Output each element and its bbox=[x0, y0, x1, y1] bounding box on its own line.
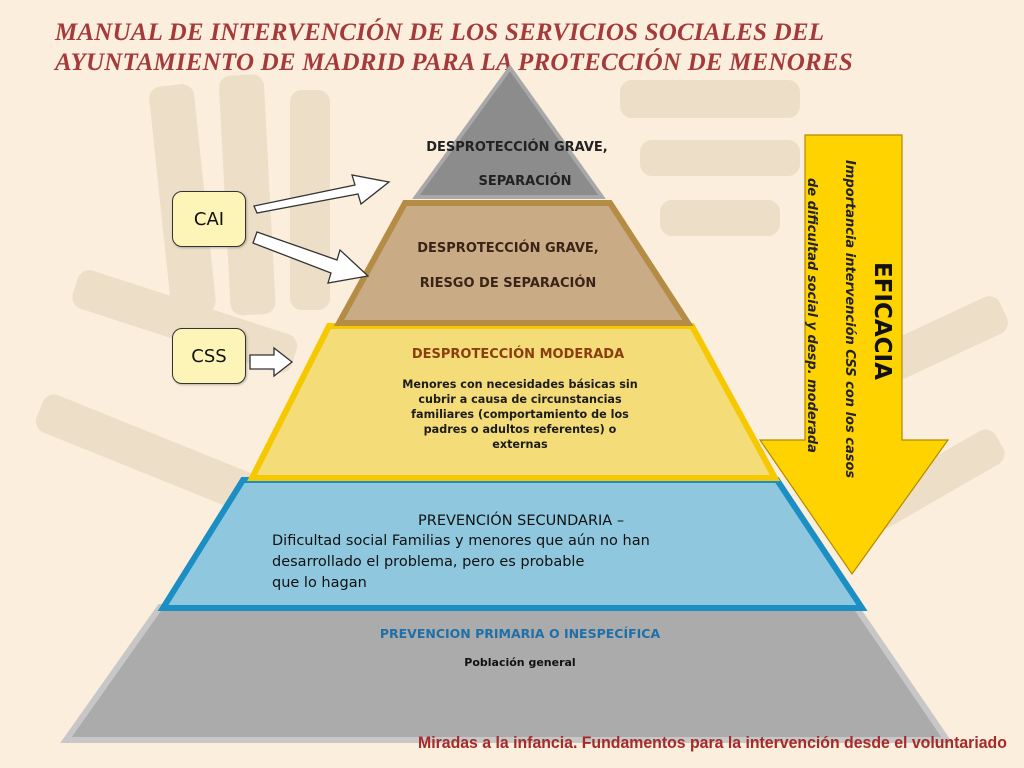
title-line-2: AYUNTAMIENTO DE MADRID PARA LA PROTECCIÓ… bbox=[55, 49, 853, 76]
level-2-line-1: DESPROTECCIÓN GRAVE, bbox=[417, 241, 599, 256]
level-5-body: Población general bbox=[464, 656, 576, 669]
level-3-heading: DESPROTECCIÓN MODERADA bbox=[411, 347, 625, 362]
level-1-line-1: DESPROTECCIÓN GRAVE, bbox=[426, 140, 608, 155]
level-4-line-4: que lo hagan bbox=[272, 575, 367, 591]
level-2-line-2: RIESGO DE SEPARACIÓN bbox=[419, 276, 597, 291]
level-3-body: Menores con necesidades básicas sin cubr… bbox=[402, 378, 638, 451]
level-4-line-3: desarrollado el problema, pero es probab… bbox=[272, 554, 585, 570]
footer-caption: Miradas a la infancia. Fundamentos para … bbox=[418, 734, 1007, 752]
pyramid-level-1 bbox=[412, 64, 606, 199]
eficacia-line-1: Importancia intervención CSS con los cas… bbox=[842, 160, 857, 479]
eficacia-line-2: de dificultad social y desp. moderada bbox=[804, 178, 819, 453]
arrow-css-to-level-3 bbox=[249, 346, 294, 378]
level-4-line-2: Dificultad social Familias y menores que… bbox=[272, 533, 650, 549]
level-5-heading: PREVENCION PRIMARIA O INESPECÍFICA bbox=[379, 626, 661, 641]
level-4-line-1: PREVENCIÓN SECUNDARIA – bbox=[418, 513, 625, 529]
eficacia-arrow bbox=[758, 134, 950, 576]
arrow-cai-to-level-1 bbox=[253, 174, 391, 214]
pyramid-level-2 bbox=[333, 200, 694, 326]
page-title: MANUAL DE INTERVENCIÓN DE LOS SERVICIOS … bbox=[55, 18, 955, 78]
eficacia-label: EFICACIA bbox=[869, 262, 895, 380]
arrow-cai-to-level-2 bbox=[252, 231, 370, 284]
cai-box: CAI bbox=[172, 191, 246, 247]
level-1-line-2: SEPARACIÓN bbox=[478, 174, 572, 189]
title-line-1: MANUAL DE INTERVENCIÓN DE LOS SERVICIOS … bbox=[55, 19, 825, 46]
css-box: CSS bbox=[172, 328, 246, 384]
